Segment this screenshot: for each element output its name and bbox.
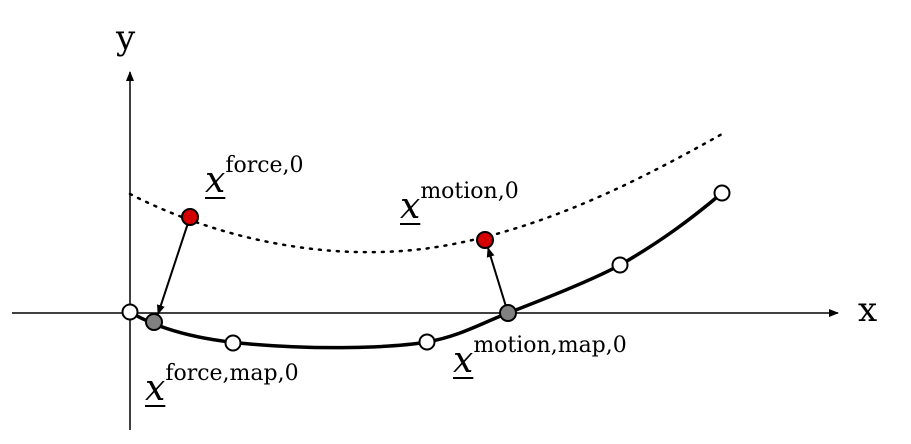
force-map-label-sup: force,map,0 <box>165 361 299 386</box>
force-label: xforce,0 <box>205 153 304 201</box>
reference-dotted-curve <box>128 132 724 254</box>
motion-label-sup: motion,0 <box>420 179 519 204</box>
x-axis-label: x <box>858 290 878 330</box>
motion-arrow <box>486 247 509 314</box>
y-axis-label: y <box>116 18 136 58</box>
motion-label-base: x <box>400 186 421 227</box>
motion-map-point <box>499 304 517 322</box>
motion-map-label: xmotion,map,0 <box>453 333 627 381</box>
force-label-sup: force,0 <box>225 153 304 178</box>
open-point <box>611 256 629 274</box>
motion-label: xmotion,0 <box>400 179 519 227</box>
force-label-base: x <box>205 160 226 201</box>
force-arrow <box>157 216 191 315</box>
motion-map-label-base: x <box>453 340 474 381</box>
motion-point <box>476 231 494 249</box>
motion-map-label-sup: motion,map,0 <box>473 333 627 358</box>
open-point <box>121 303 139 321</box>
open-point <box>418 333 436 351</box>
open-point <box>713 184 731 202</box>
force-map-label: xforce,map,0 <box>145 361 299 409</box>
open-point <box>224 334 242 352</box>
force-map-label-base: x <box>145 368 166 409</box>
force-map-point <box>145 313 163 331</box>
force-point <box>181 208 199 226</box>
